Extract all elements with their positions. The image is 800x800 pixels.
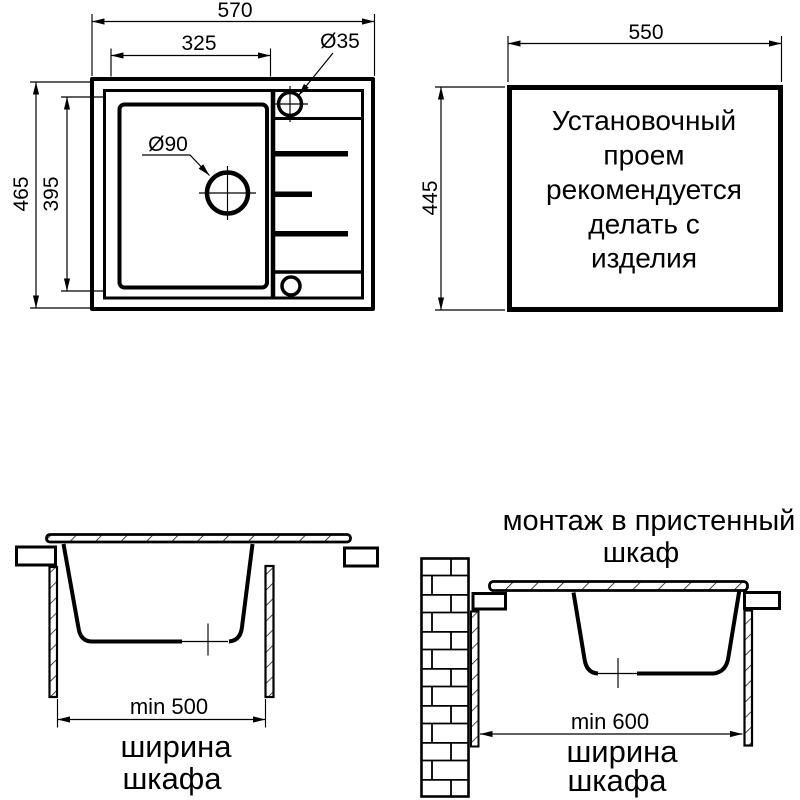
sink-flange-section — [45, 533, 352, 544]
dim-label-min600: min 600 — [571, 709, 649, 734]
drainboard-groove-3 — [275, 231, 348, 237]
bowl-section — [61, 543, 255, 656]
caption-line-2: шкафа — [567, 763, 667, 798]
wall-section-title: монтаж в пристенный шкаф — [503, 505, 796, 569]
dim-label-465: 465 — [10, 176, 33, 211]
dimension-bowl-depth: 395 — [40, 96, 104, 292]
drainboard-groove-2 — [275, 191, 312, 197]
dimension-min-cabinet-width: min 600 — [480, 709, 743, 738]
countertop-left-section — [15, 545, 57, 567]
cutout-note: Установочный проем рекомендуется делать … — [546, 105, 742, 274]
countertop-right-section — [743, 591, 781, 610]
label-drain-diameter: Ø90 — [148, 133, 188, 156]
label-faucet-diameter: Ø35 — [320, 30, 360, 53]
overflow-hole — [280, 275, 302, 297]
dim-label-445: 445 — [419, 180, 442, 215]
note-line-3: рекомендуется — [546, 174, 742, 205]
title-line-2: шкаф — [603, 537, 680, 569]
cabinet-panel-right — [743, 609, 754, 747]
note-line-5: изделия — [591, 243, 697, 274]
cabinet-panel-left — [48, 565, 59, 699]
caption-line-1: ширина — [120, 729, 232, 764]
sink-flange-section — [488, 580, 749, 592]
caption-cabinet-width-right: ширина шкафа — [566, 734, 678, 798]
dimension-bowl-width: 325 — [110, 32, 272, 77]
dim-label-325: 325 — [181, 32, 216, 55]
note-line-1: Установочный — [552, 105, 736, 136]
drainboard-groove-1 — [275, 151, 348, 157]
faucet-hole — [272, 86, 308, 122]
callout-drain-diameter: Ø90 — [142, 133, 210, 176]
dim-label-395: 395 — [40, 176, 63, 211]
countertop-left-section — [471, 592, 507, 611]
dim-label-570: 570 — [217, 0, 252, 22]
cutout-outline — [507, 85, 783, 312]
note-line-2: проем — [603, 140, 684, 171]
bowl-opening — [117, 102, 269, 290]
caption-line-2: шкафа — [122, 761, 222, 796]
countertop-right-section — [343, 546, 379, 568]
caption-cabinet-width-left: ширина шкафа — [120, 729, 232, 796]
sink-top-view: 570 325 465 395 Ø90 — [10, 0, 376, 311]
cabinet-panel-wall-side — [470, 610, 480, 748]
drain-hole — [199, 166, 256, 220]
dimension-cutout-width: 550 — [507, 21, 783, 82]
note-line-4: делать с — [588, 209, 699, 240]
sink-outline — [90, 77, 375, 311]
bowl-section — [571, 589, 742, 688]
section-view-wall: монтаж в пристенный шкаф min 600 ширина … — [420, 505, 796, 798]
dimension-overall-width: 570 — [91, 0, 376, 76]
dim-label-550: 550 — [628, 21, 663, 44]
section-view-standard: min 500 ширина шкафа — [15, 533, 379, 796]
cabinet-panel-right — [264, 564, 275, 699]
caption-line-1: ширина — [566, 734, 678, 769]
sink-rim — [103, 89, 364, 300]
title-line-1: монтаж в пристенный — [503, 505, 796, 537]
callout-faucet-diameter: Ø35 — [298, 30, 360, 96]
cutout-view: 550 445 Установочный проем рекомендуется… — [419, 21, 783, 312]
dim-label-min500: min 500 — [130, 694, 208, 719]
dimension-overall-depth: 465 — [10, 81, 90, 309]
dimension-cutout-depth: 445 — [419, 86, 505, 311]
brick-wall — [420, 557, 470, 798]
dimension-min-cabinet-width: min 500 — [56, 694, 267, 728]
